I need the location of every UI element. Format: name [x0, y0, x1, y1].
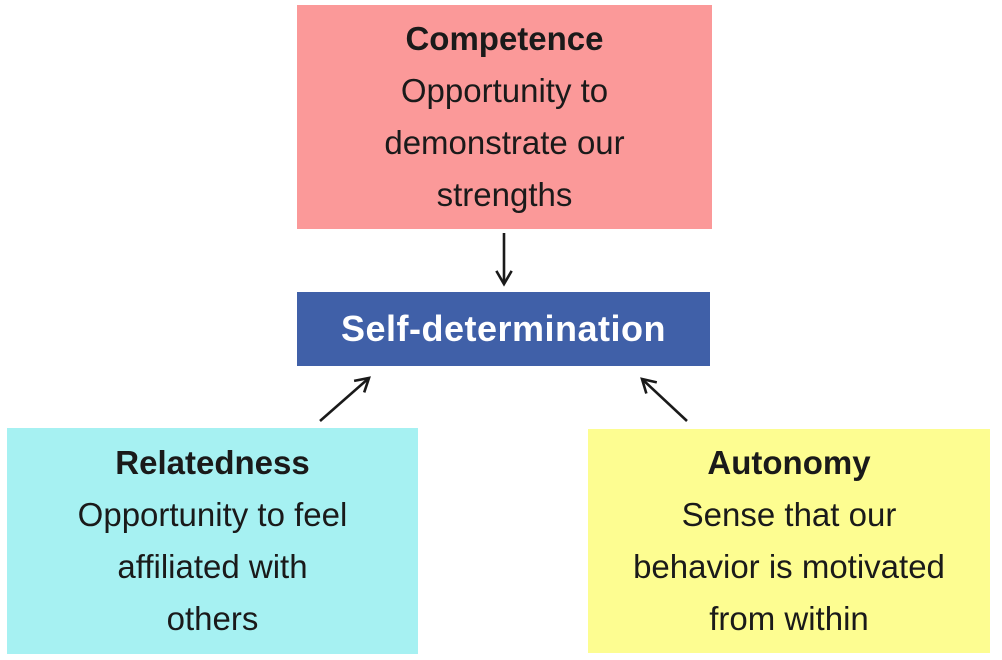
relatedness-description-line-1: Opportunity to feel — [77, 496, 348, 533]
self-determination-box: Self-determination — [297, 292, 710, 366]
self-determination-label: Self-determination — [340, 308, 667, 349]
relatedness-description-line-3: others — [166, 600, 259, 637]
arrow-autonomy-to-center-icon — [640, 377, 688, 422]
relatedness-box: Relatedness Opportunity to feel affiliat… — [7, 428, 418, 654]
autonomy-box: Autonomy Sense that our behavior is moti… — [588, 429, 990, 653]
competence-title: Competence — [405, 20, 604, 57]
autonomy-title: Autonomy — [707, 444, 871, 481]
competence-description-line-2: demonstrate our — [384, 124, 625, 161]
competence-box: Competence Opportunity to demonstrate ou… — [297, 5, 712, 229]
arrow-relatedness-to-center-icon — [319, 376, 371, 422]
competence-description-line-3: strengths — [436, 176, 573, 213]
competence-description-line-1: Opportunity to — [400, 72, 609, 109]
autonomy-description-line-1: Sense that our — [681, 496, 897, 533]
autonomy-description-line-2: behavior is motivated — [633, 548, 945, 585]
relatedness-description-line-2: affiliated with — [117, 548, 308, 585]
autonomy-description-line-3: from within — [709, 600, 869, 637]
relatedness-title: Relatedness — [115, 444, 310, 481]
